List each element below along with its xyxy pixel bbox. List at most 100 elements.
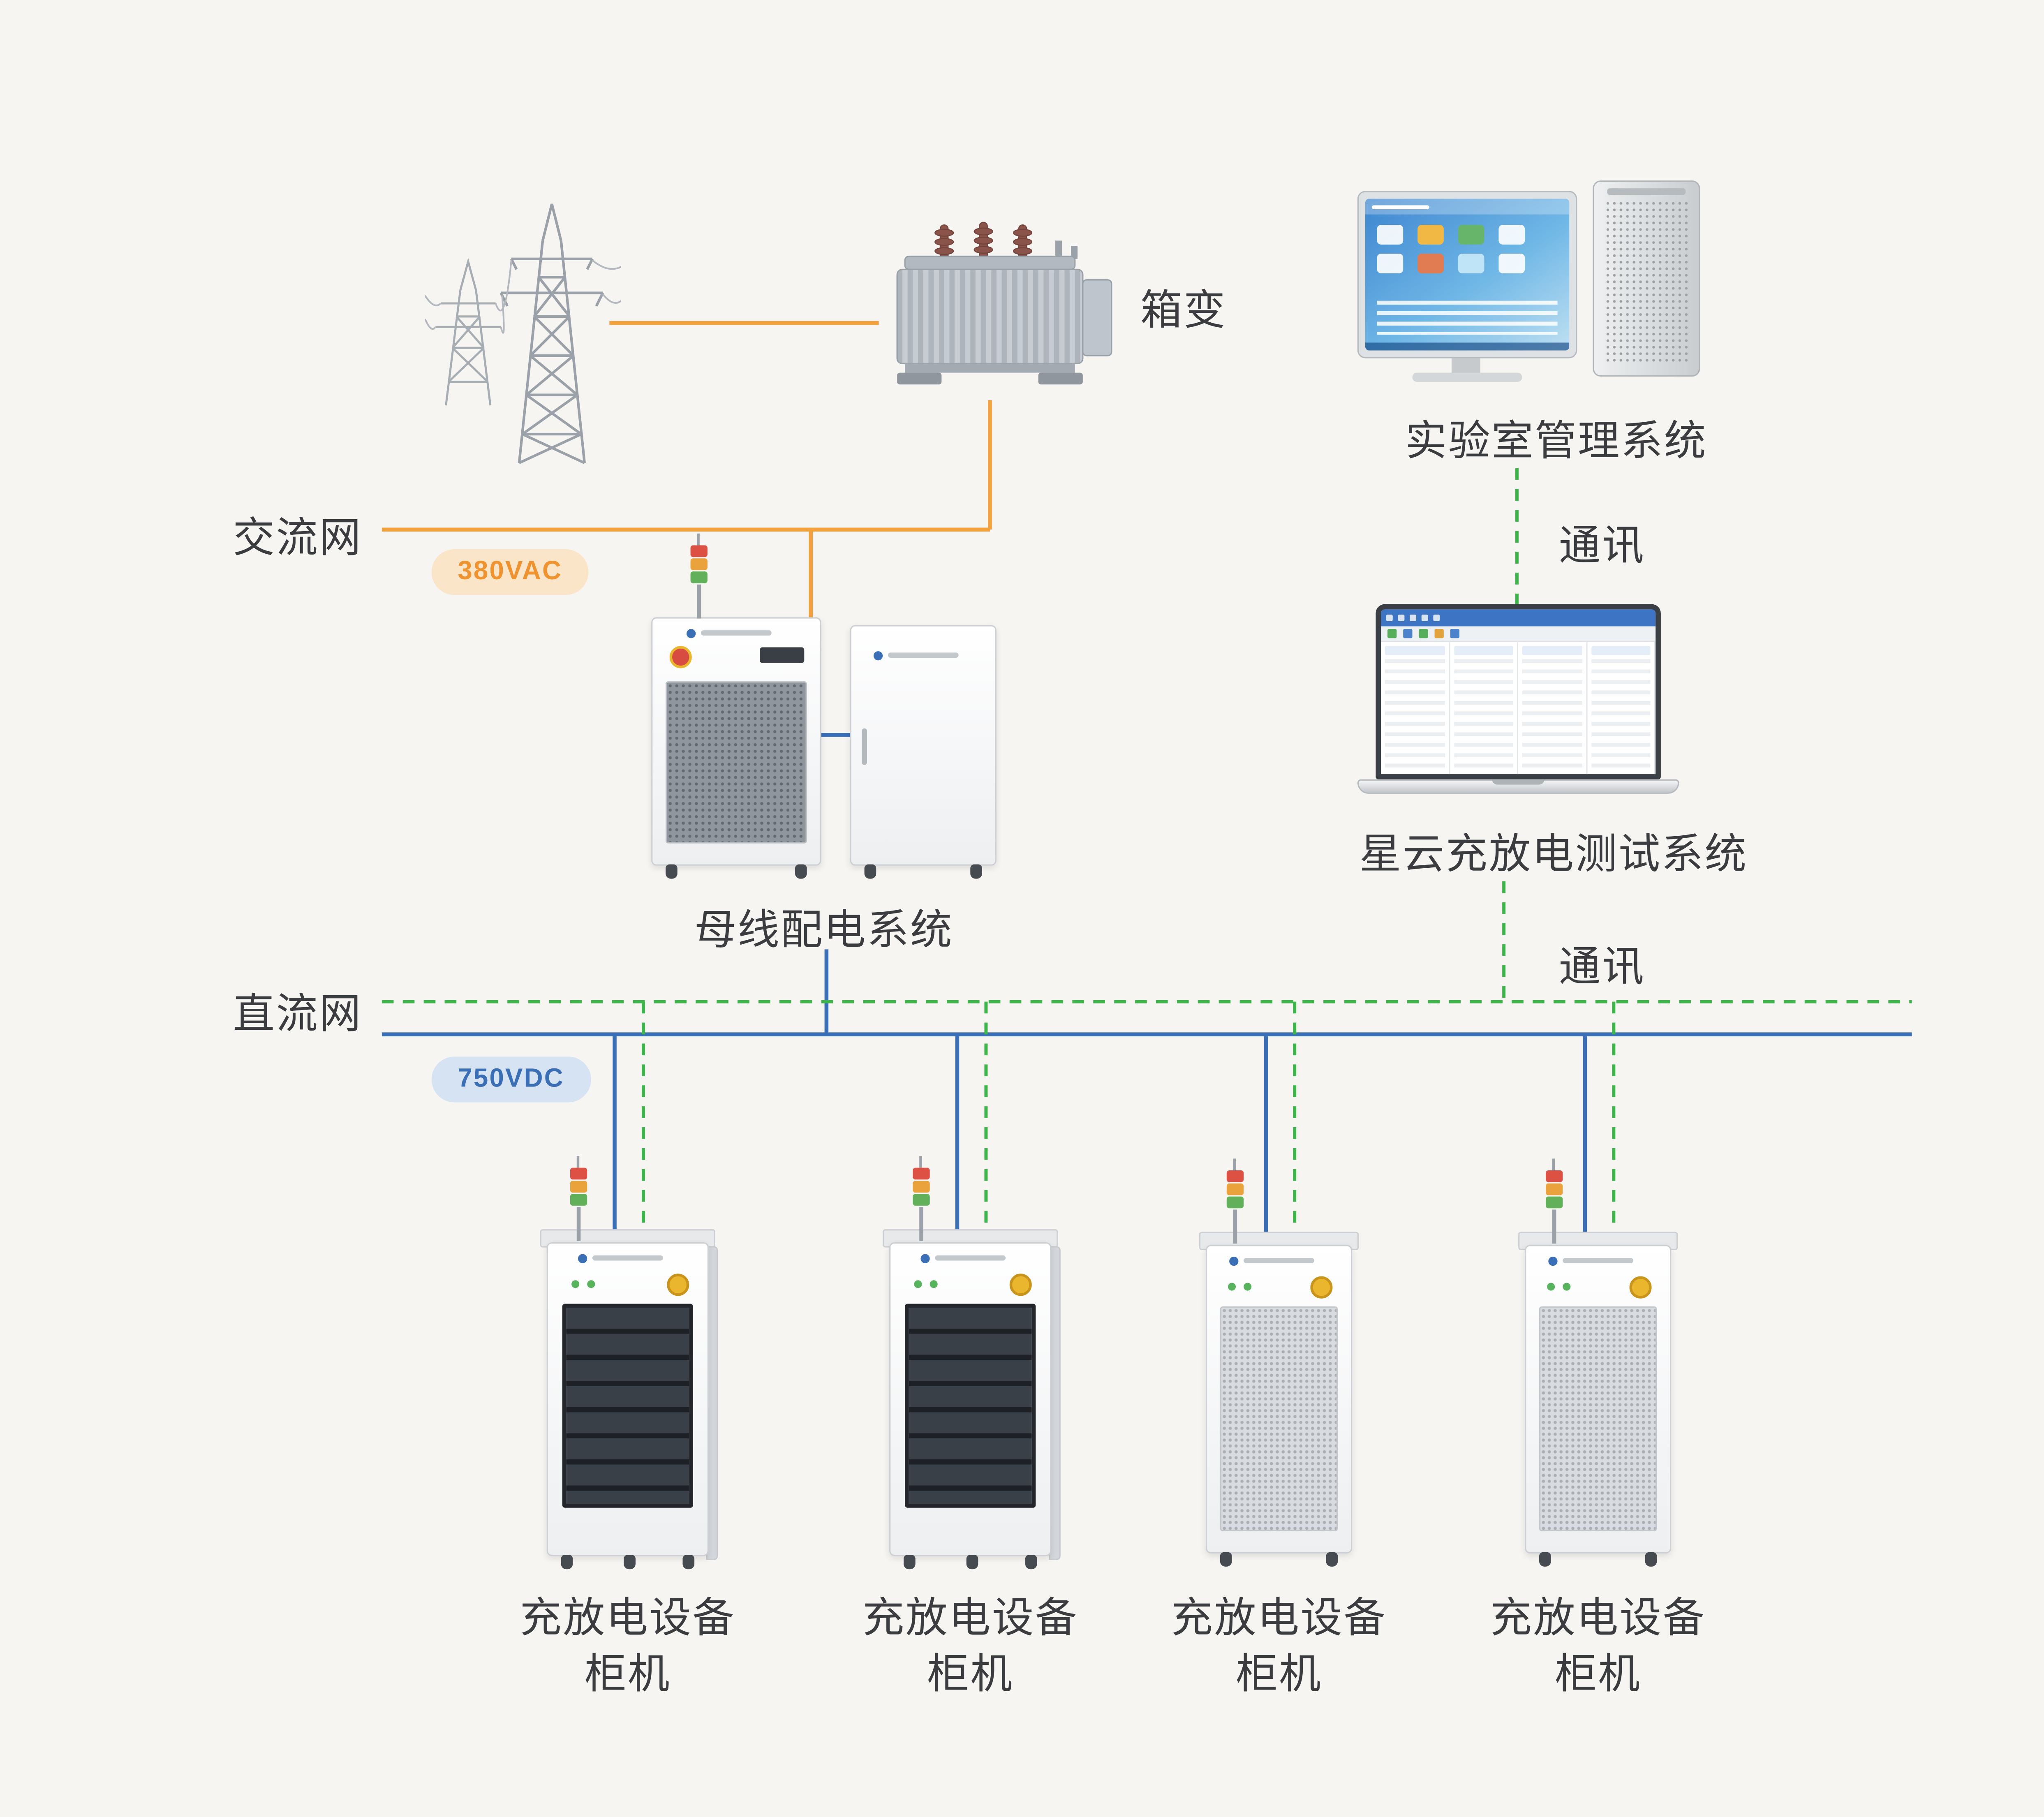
- cabinet-label-2: 充放电设备 柜机: [826, 1590, 1114, 1702]
- dc-voltage-badge: 750VDC: [431, 1056, 591, 1103]
- cabinet-label-line1: 充放电设备: [1490, 1594, 1706, 1641]
- brand-logo: [920, 1253, 1006, 1263]
- dc-power-lines: [382, 733, 1912, 1236]
- amber-lamp-icon: [1226, 1183, 1243, 1195]
- charge-discharge-cabinet-3: [1199, 1158, 1359, 1567]
- caster-wheel: [904, 1555, 916, 1570]
- cabinet-label-line2: 柜机: [927, 1650, 1014, 1697]
- green-lamp-icon: [569, 1194, 587, 1206]
- antenna: [697, 533, 700, 546]
- drive-bay: [1607, 188, 1686, 195]
- laptop-screen: [1376, 604, 1661, 779]
- cabinet-label-4: 充放电设备 柜机: [1454, 1590, 1742, 1702]
- caster-wheel: [1025, 1555, 1037, 1570]
- cabinet-body: [889, 1242, 1052, 1570]
- cabinet-body: [651, 617, 821, 879]
- caster-wheel: [561, 1555, 573, 1570]
- signal-tower-light-icon: [910, 1156, 931, 1241]
- caster-wheel: [795, 864, 807, 879]
- busbar-system-label: 母线配电系统: [694, 906, 953, 953]
- caster-wheel: [666, 864, 677, 879]
- status-led: [1244, 1283, 1252, 1291]
- caster-wheel: [624, 1555, 636, 1570]
- emergency-stop-button: [1629, 1276, 1652, 1299]
- monitor-stand: [1451, 358, 1480, 374]
- signal-tower-light-icon: [568, 1156, 589, 1241]
- cabinet-body: [546, 1242, 709, 1570]
- caster-wheel: [1539, 1552, 1551, 1567]
- caster-wheel: [1645, 1552, 1657, 1567]
- status-led: [1228, 1283, 1236, 1291]
- brand-logo: [873, 650, 959, 660]
- red-lamp-icon: [689, 545, 707, 557]
- caster-wheel: [682, 1555, 695, 1570]
- cabinet-label-line2: 柜机: [584, 1650, 671, 1697]
- emergency-stop-button: [1310, 1276, 1333, 1299]
- ac-voltage-badge: 380VAC: [431, 549, 589, 595]
- green-lamp-icon: [1226, 1196, 1243, 1209]
- battery-test-modules: [905, 1304, 1036, 1508]
- desktop-computer-icon: [1357, 178, 1700, 387]
- amber-lamp-icon: [1545, 1183, 1562, 1195]
- laptop-icon: [1357, 604, 1679, 800]
- ac-network-label: 交流网: [233, 514, 363, 561]
- cabinet-body: [1525, 1245, 1672, 1567]
- status-led: [914, 1280, 922, 1288]
- ac-power-lines: [382, 321, 992, 625]
- comm-bottom-label: 通讯: [1558, 943, 1645, 990]
- caster-wheel: [1220, 1552, 1232, 1567]
- comm-top-label: 通讯: [1558, 522, 1645, 569]
- transformer-icon: [866, 212, 1127, 408]
- app-titlebar: [1381, 609, 1656, 626]
- screen-titlebar: [1365, 199, 1570, 215]
- status-led: [930, 1280, 938, 1288]
- brand-logo: [1229, 1256, 1314, 1265]
- cabinet-body: [1205, 1245, 1353, 1567]
- cabinet-label-1: 充放电设备 柜机: [484, 1590, 772, 1702]
- perforated-door: [1539, 1306, 1657, 1531]
- test-system-label: 星云充放电测试系统: [1359, 830, 1748, 878]
- transmission-tower-icon: [424, 186, 622, 471]
- laptop-notch: [1492, 779, 1545, 785]
- red-lamp-icon: [1545, 1170, 1562, 1182]
- caster-wheel: [970, 864, 982, 879]
- signal-tower-light-icon: [1224, 1158, 1245, 1244]
- pc-tower: [1593, 180, 1700, 377]
- caster-wheel: [966, 1555, 978, 1570]
- screen-taskbar: [1365, 342, 1570, 351]
- red-lamp-icon: [1226, 1170, 1243, 1182]
- status-led: [587, 1280, 595, 1288]
- amber-lamp-icon: [689, 558, 707, 570]
- communication-lines: [382, 468, 1912, 1230]
- cabinet-label-line2: 柜机: [1235, 1650, 1322, 1697]
- monitor-screen: [1365, 199, 1570, 351]
- cabinet-label-line1: 充放电设备: [1171, 1594, 1387, 1641]
- busbar-cabinet-aux: [850, 625, 997, 879]
- desktop-icons: [1377, 225, 1530, 273]
- charge-discharge-cabinet-1: [540, 1156, 718, 1570]
- emergency-stop-button: [1009, 1274, 1032, 1296]
- brand-logo: [1548, 1256, 1634, 1265]
- status-led: [1547, 1283, 1555, 1291]
- app-toolbar: [1381, 626, 1656, 642]
- amber-lamp-icon: [912, 1181, 930, 1193]
- cabinet-body: [850, 625, 997, 879]
- emergency-stop-button: [667, 1274, 689, 1296]
- green-lamp-icon: [912, 1194, 930, 1206]
- red-lamp-icon: [912, 1167, 930, 1180]
- cabinet-label-line1: 充放电设备: [520, 1594, 736, 1641]
- monitor: [1357, 191, 1577, 358]
- door-handle: [862, 728, 867, 765]
- dc-network-label: 直流网: [233, 990, 363, 1037]
- caster-wheel: [864, 864, 876, 879]
- tower-vents: [1605, 200, 1688, 363]
- green-lamp-icon: [1545, 1196, 1562, 1209]
- lab-system-label: 实验室管理系统: [1405, 417, 1707, 465]
- screen-text-lines: [1377, 301, 1558, 335]
- busbar-cabinet-main: [651, 533, 821, 879]
- perforated-door: [1220, 1306, 1338, 1531]
- cabinet-label-3: 充放电设备 柜机: [1135, 1590, 1423, 1702]
- transformer-label: 箱变: [1140, 286, 1227, 334]
- brand-logo: [578, 1253, 663, 1263]
